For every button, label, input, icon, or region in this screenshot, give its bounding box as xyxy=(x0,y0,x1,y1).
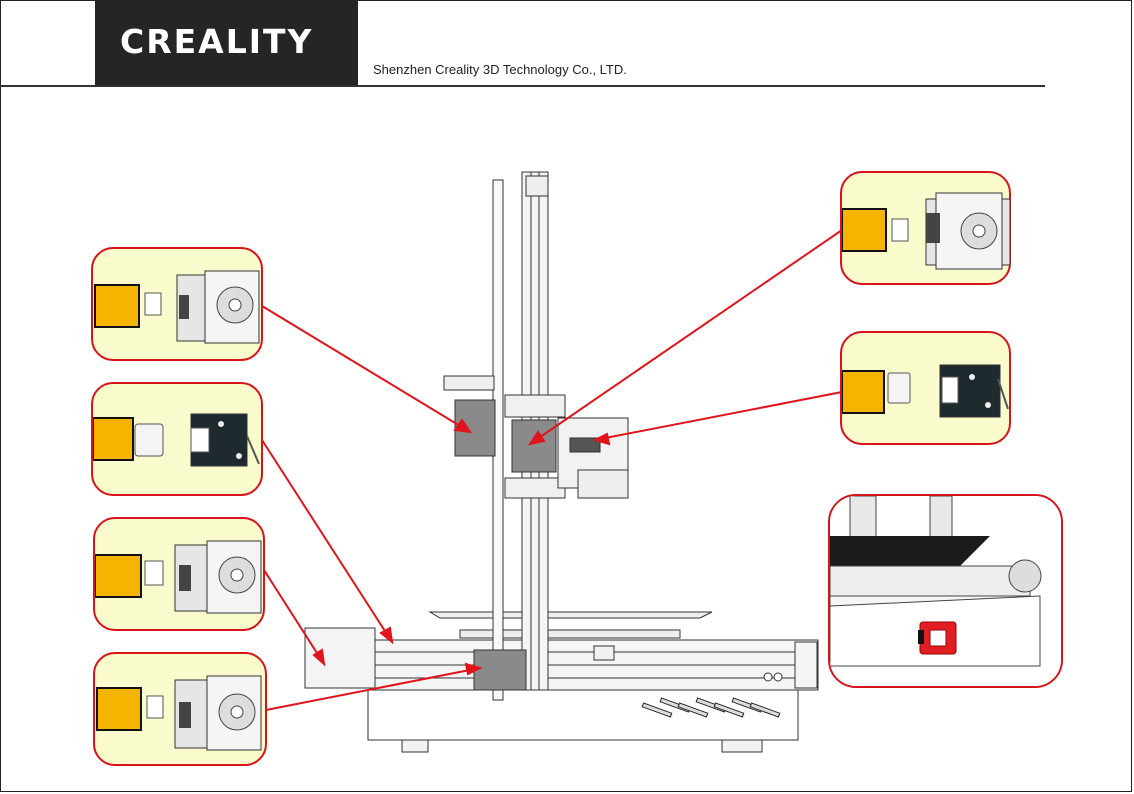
stepper-motor-icon xyxy=(95,519,267,633)
print-bed xyxy=(430,612,712,618)
foot-right xyxy=(722,740,762,752)
power-socket-icon xyxy=(830,496,1063,688)
limit-switch-icon xyxy=(93,384,265,498)
stepper-motor-icon xyxy=(93,249,265,363)
callout-mid-right xyxy=(840,331,1011,445)
arrow-z-switch xyxy=(595,392,842,440)
arrow-x-switch xyxy=(262,440,392,642)
y-motor xyxy=(474,650,526,690)
stepper-motor-icon xyxy=(842,173,1013,287)
callout-left-3 xyxy=(93,517,265,631)
callout-top-right xyxy=(840,171,1011,285)
arrow-extruder-motor xyxy=(262,306,470,432)
callout-left-4 xyxy=(93,652,267,766)
arrow-x-motor xyxy=(264,570,324,664)
stepper-motor-icon xyxy=(95,654,269,768)
callout-left-2 xyxy=(91,382,263,496)
foot-left xyxy=(402,740,428,752)
arrow-z-motor xyxy=(530,230,842,444)
callout-left-1 xyxy=(91,247,263,361)
y-end-bracket xyxy=(305,628,375,688)
power-socket-detail xyxy=(828,494,1063,688)
x-carriage xyxy=(512,420,556,472)
limit-switch-icon xyxy=(842,333,1013,447)
